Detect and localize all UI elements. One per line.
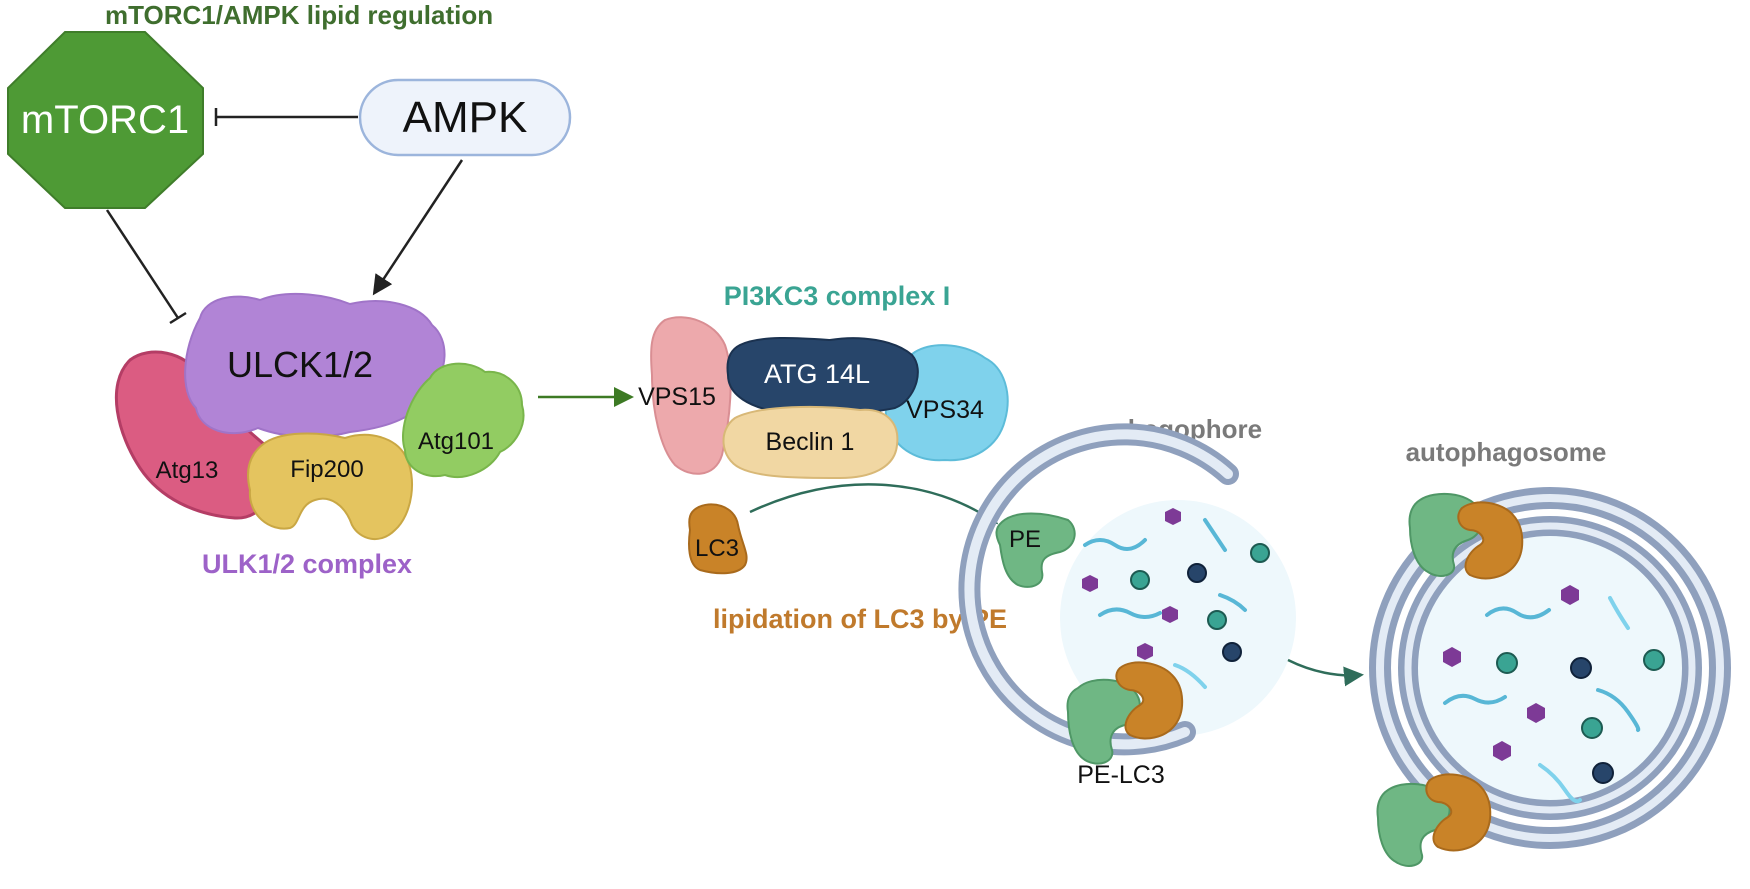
pe-lc3-green-part bbox=[1066, 678, 1141, 765]
beclin1-protein bbox=[722, 405, 899, 480]
cargo-squiggle bbox=[1218, 593, 1247, 612]
cargo-hexagon bbox=[1162, 606, 1178, 623]
pi3kc3-complex bbox=[650, 316, 1009, 480]
autophagosome-pe-lc3-bottom bbox=[1376, 773, 1492, 867]
fip200-protein bbox=[247, 432, 413, 540]
pe-lc3-label: PE-LC3 bbox=[1077, 761, 1165, 789]
ulk-complex-title: ULK1/2 complex bbox=[202, 549, 412, 579]
cargo-squiggle bbox=[1596, 688, 1641, 732]
cargo-hexagon bbox=[1137, 643, 1153, 660]
cargo-squiggle bbox=[1608, 596, 1630, 630]
cargo-dot bbox=[1250, 543, 1270, 563]
cargo-dot bbox=[1643, 649, 1665, 671]
cargo-squiggle bbox=[1538, 763, 1582, 804]
mtorc1-inhibits-ulk-line bbox=[105, 209, 180, 319]
pe-protein bbox=[995, 512, 1076, 588]
fip200-label: Fip200 bbox=[290, 456, 363, 483]
autophagosome-title: autophagosome bbox=[1406, 437, 1607, 467]
autophagosome-pe-lc3-top bbox=[1408, 492, 1524, 580]
pi3kc3-title: PI3KC3 complex I bbox=[724, 281, 951, 311]
cargo-dot bbox=[1496, 652, 1518, 674]
inhibition-bar-ulk bbox=[169, 311, 187, 325]
vps15-label: VPS15 bbox=[638, 383, 716, 411]
lipidation-title: lipidation of LC3 by PE bbox=[713, 604, 1007, 634]
cargo-dot bbox=[1187, 563, 1207, 583]
autophagosome bbox=[1369, 487, 1731, 849]
vps15-protein bbox=[650, 316, 732, 475]
cargo-squiggle bbox=[1083, 538, 1147, 551]
cargo-squiggle bbox=[1485, 606, 1551, 620]
cargo-squiggle bbox=[1173, 663, 1207, 689]
atg14l-label: ATG 14L bbox=[764, 359, 870, 389]
atg14l-protein bbox=[726, 337, 919, 417]
ampk-pill bbox=[358, 78, 572, 157]
cargo-squiggle bbox=[1098, 607, 1162, 619]
mtorc1-label: mTORC1 bbox=[21, 98, 189, 142]
atg13-label: Atg13 bbox=[156, 457, 219, 484]
phagophore-to-autophagosome-arrow bbox=[1287, 658, 1364, 687]
cargo-squiggle bbox=[1203, 518, 1227, 552]
cargo-dot bbox=[1222, 642, 1242, 662]
ulk-complex bbox=[114, 292, 525, 540]
cargo-hexagon bbox=[1082, 575, 1098, 592]
regulation-title: mTORC1/AMPK lipid regulation bbox=[105, 0, 493, 30]
cargo-squiggle bbox=[1443, 693, 1507, 705]
pe-lc3-protein bbox=[1066, 661, 1184, 765]
lc3-to-pe-arrow bbox=[749, 483, 999, 525]
pe-lc3-orange-part bbox=[1457, 501, 1524, 580]
autophagosome-outer-gap bbox=[1376, 494, 1724, 842]
cargo-dot bbox=[1592, 762, 1614, 784]
ampk-activates-ulk-arrow bbox=[372, 159, 464, 296]
autophagosome-inner-gap bbox=[1404, 522, 1696, 814]
cargo-dot bbox=[1570, 657, 1592, 679]
cargo-dot bbox=[1207, 610, 1227, 630]
ampk-label: AMPK bbox=[403, 93, 528, 142]
cargo-hexagon bbox=[1165, 508, 1181, 525]
atg101-protein bbox=[401, 362, 525, 478]
cargo-dot bbox=[1130, 570, 1150, 590]
lc3-protein bbox=[688, 503, 748, 575]
cargo-hexagon bbox=[1527, 703, 1545, 723]
lc3-label: LC3 bbox=[695, 535, 739, 562]
beclin1-label: Beclin 1 bbox=[766, 428, 855, 456]
mtorc1-octagon bbox=[7, 31, 204, 209]
vps34-label: VPS34 bbox=[906, 396, 984, 424]
pe-label: PE bbox=[1009, 526, 1041, 553]
pe-lc3-orange-part bbox=[1425, 773, 1492, 852]
ulck-label: ULCK1/2 bbox=[227, 344, 373, 385]
atg101-label: Atg101 bbox=[418, 428, 494, 455]
cargo-hexagon bbox=[1493, 741, 1511, 761]
cargo-dot bbox=[1581, 717, 1603, 739]
cargo-hexagon bbox=[1443, 647, 1461, 667]
cargo-hexagon bbox=[1561, 585, 1579, 605]
pe-lc3-orange-part bbox=[1115, 661, 1184, 740]
